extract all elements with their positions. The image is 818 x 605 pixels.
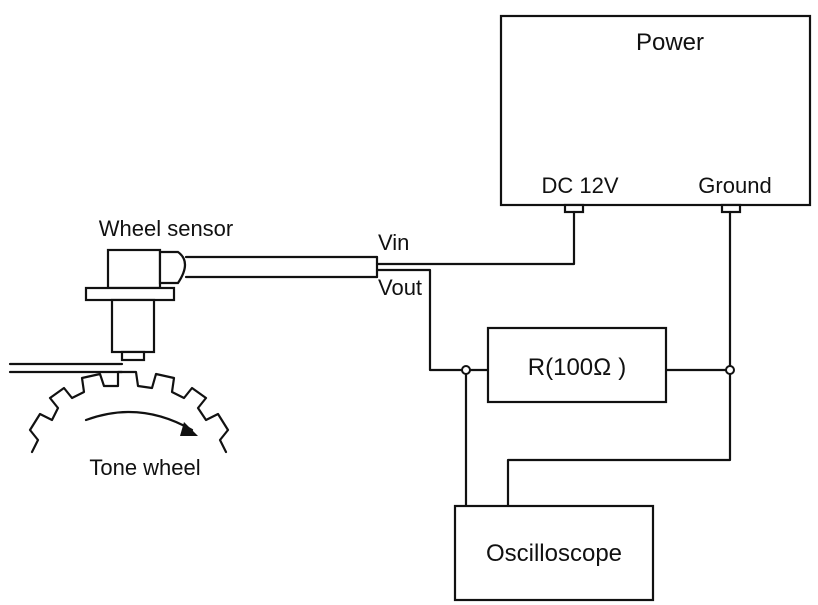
power-supply: Power DC 12V Ground [499, 14, 812, 214]
vout-label: Vout [378, 275, 422, 300]
wheel-sensor: Wheel sensor Vin Vout [84, 216, 422, 362]
sensor-connector [158, 250, 187, 285]
wiring [375, 210, 735, 508]
resistor-box [486, 326, 668, 404]
oscilloscope: Oscilloscope [453, 504, 655, 602]
sensor-head [106, 248, 162, 290]
rotation-arc [84, 410, 194, 432]
dc12v-label: DC 12V [541, 173, 618, 198]
sensor-body [110, 298, 156, 354]
sensor-flange [84, 286, 176, 302]
vin-wire [375, 210, 576, 266]
oscilloscope-label: Oscilloscope [486, 540, 622, 567]
power-label: Power [636, 29, 704, 56]
vout-junction [461, 365, 471, 375]
tone-wheel-label: Tone wheel [89, 455, 200, 480]
tone-wheel-teeth [28, 370, 230, 454]
ground-wire [506, 210, 732, 508]
vout-wire [375, 268, 490, 372]
tone-wheel: Tone wheel [8, 362, 230, 480]
power-box [499, 14, 812, 207]
rotation-arrow-icon [180, 422, 198, 436]
resistor: R(100Ω ) [486, 326, 668, 404]
vin-label: Vin [378, 230, 409, 255]
ground-label: Ground [698, 173, 771, 198]
resistor-label: R(100Ω ) [528, 354, 626, 381]
sensor-tip [120, 350, 146, 362]
oscilloscope-box [453, 504, 655, 602]
ground-terminal [720, 203, 742, 214]
ground-junction [725, 365, 735, 375]
wheel-sensor-label: Wheel sensor [99, 216, 234, 241]
